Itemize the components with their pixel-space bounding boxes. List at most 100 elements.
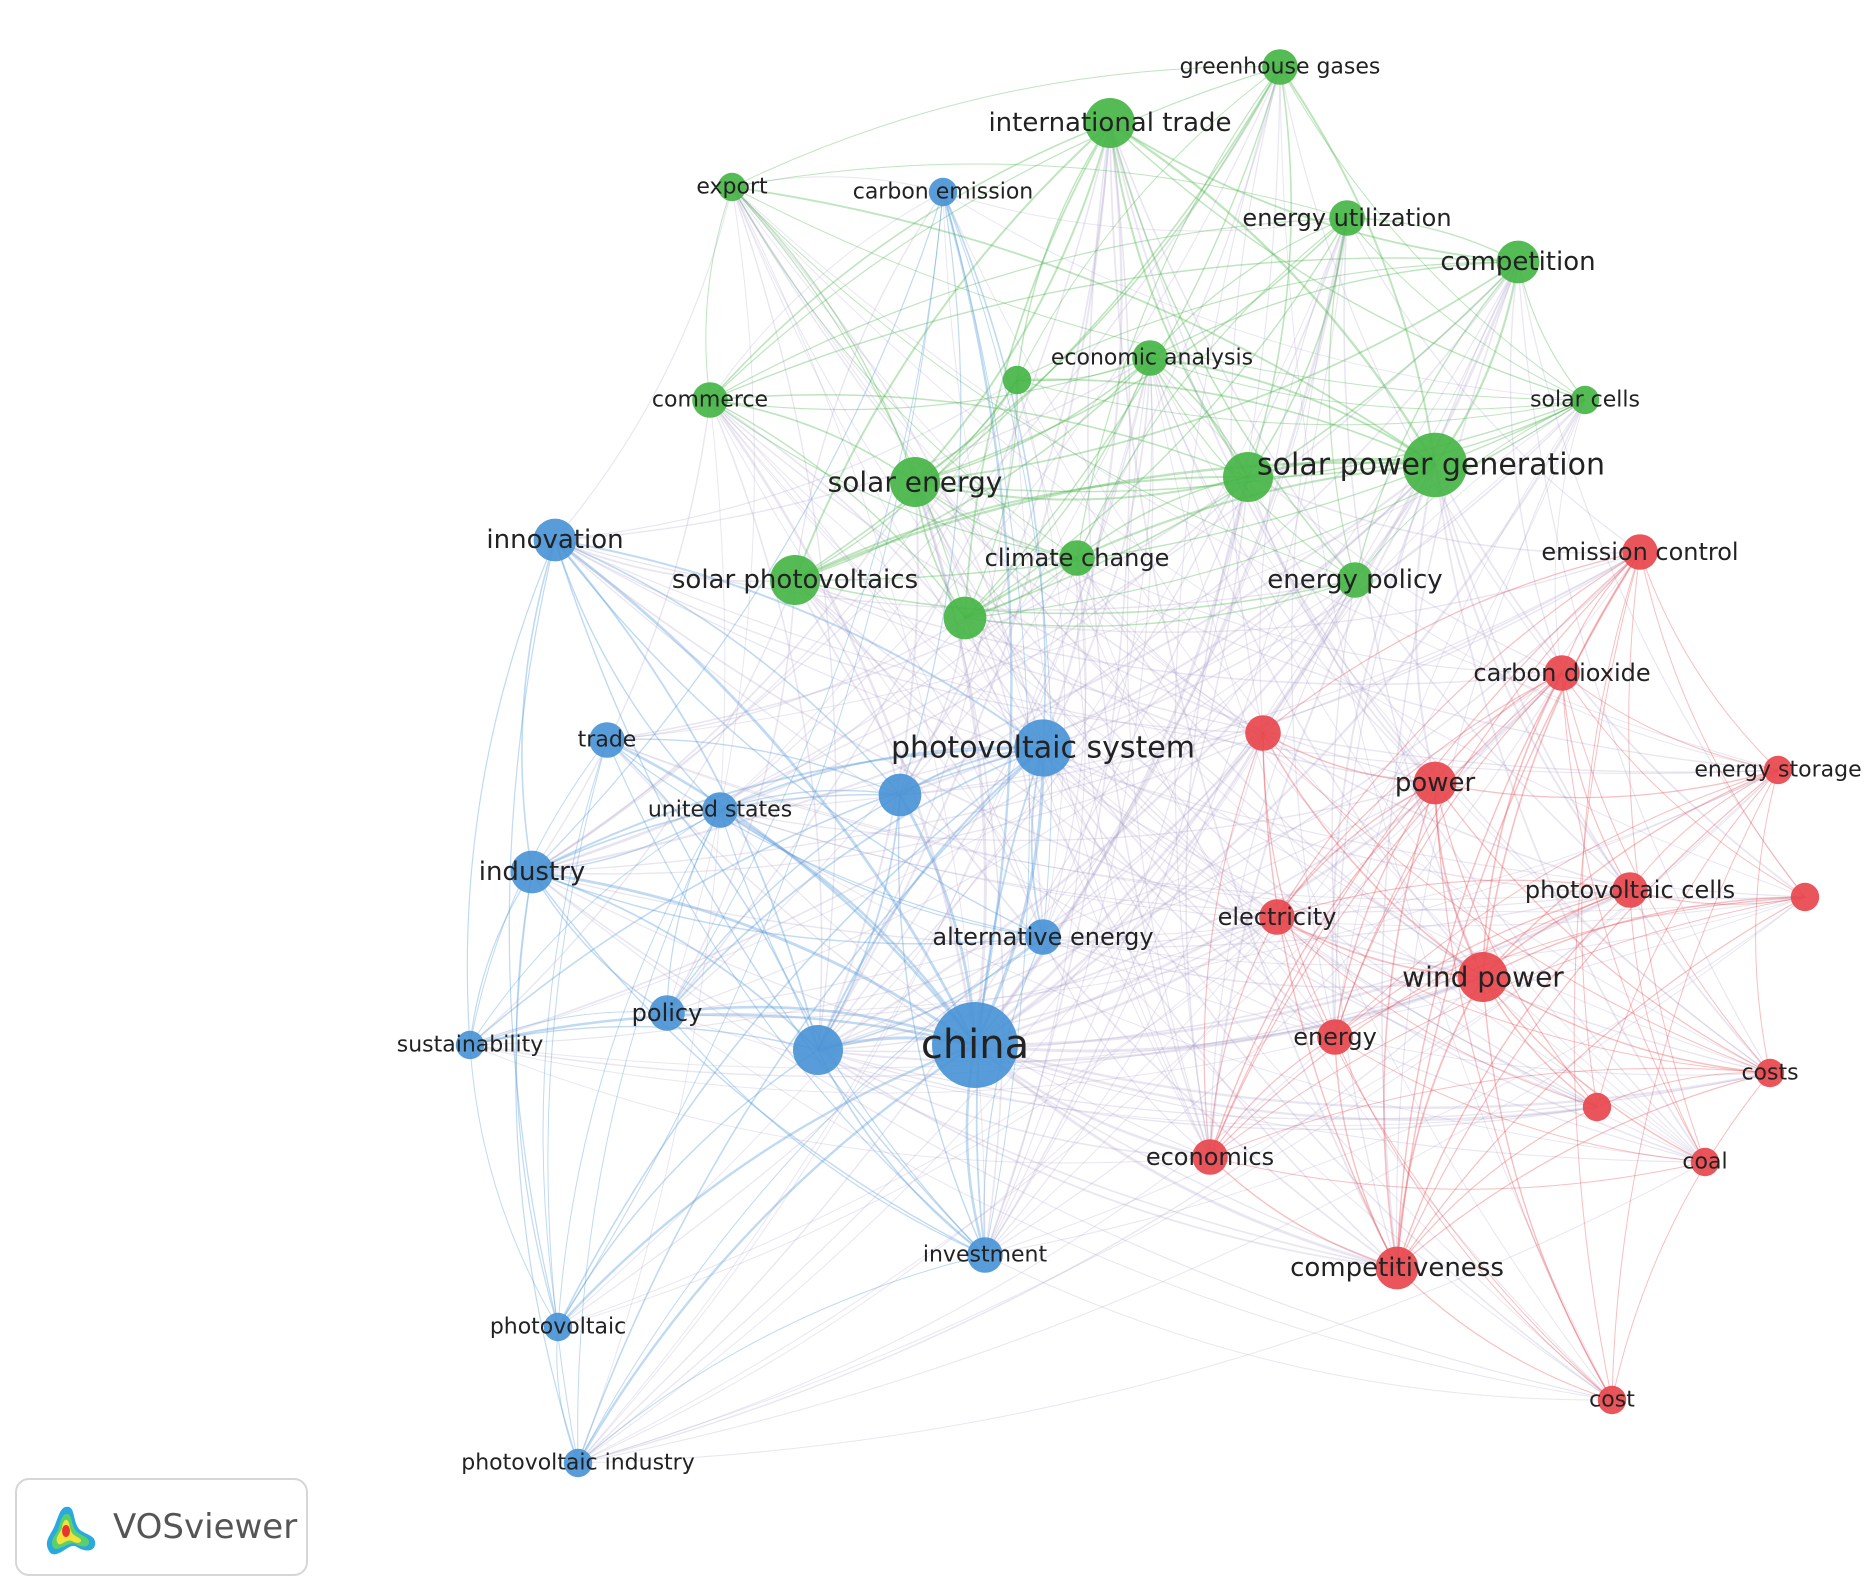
link-photovoltaic-industry-climate-change <box>577 557 1078 1464</box>
link-economic-analysis-solar-cells <box>1016 379 1586 426</box>
link-united-states-photovoltaic-industry <box>577 809 721 1464</box>
node-solar-energy[interactable] <box>890 457 940 507</box>
node-label-solar-photovoltaics[interactable]: solar photovoltaics <box>672 565 918 595</box>
node-solar-photovoltaics[interactable] <box>770 555 820 605</box>
node-label-energy-utilization[interactable]: energy utilization <box>1242 204 1451 232</box>
node-label-energy-policy[interactable]: energy policy <box>1267 565 1442 595</box>
node-label-climate-change[interactable]: climate change <box>985 544 1170 572</box>
node-label-energy-storage[interactable]: energy storage <box>1694 758 1861 783</box>
node-label-policy[interactable]: policy <box>632 999 703 1027</box>
node-photovoltaic-industry[interactable] <box>563 1448 593 1478</box>
node-label-alternative-energy[interactable]: alternative energy <box>932 923 1153 951</box>
node-climate-change[interactable] <box>1059 540 1095 576</box>
link-export-costs <box>731 186 1771 1074</box>
link-investment-greenhouse-gases <box>984 66 1281 1256</box>
node-energy[interactable] <box>1317 1019 1353 1055</box>
link-solar-power-generation-photovoltaic-cells <box>1434 464 1631 891</box>
node-label-solar-power-generation[interactable]: solar power generation <box>1257 448 1605 483</box>
link-greenhouse-gases-commerce <box>709 66 1281 401</box>
node-label-trade[interactable]: trade <box>578 728 637 753</box>
node-commerce[interactable] <box>692 382 728 418</box>
node-united-states[interactable] <box>702 792 738 828</box>
node-label-solar-cells[interactable]: solar cells <box>1530 388 1640 413</box>
node-label-innovation[interactable]: innovation <box>486 525 623 555</box>
node-label-competitiveness[interactable]: competitiveness <box>1290 1253 1504 1283</box>
link-energy-utilization-commerce <box>709 217 1348 401</box>
node-carbon-emission[interactable] <box>928 177 958 207</box>
node-innovation[interactable] <box>533 518 577 562</box>
node-red-unlabeled-3[interactable] <box>1582 1092 1612 1122</box>
node-label-photovoltaic-system[interactable]: photovoltaic system <box>891 731 1195 766</box>
node-competitiveness[interactable] <box>1375 1246 1419 1290</box>
node-trade[interactable] <box>589 722 625 758</box>
node-label-international-trade[interactable]: international trade <box>988 108 1231 138</box>
node-label-investment[interactable]: investment <box>923 1243 1048 1268</box>
node-sustainability[interactable] <box>455 1030 485 1060</box>
node-policy[interactable] <box>649 995 685 1031</box>
node-solar-power-generation[interactable] <box>1402 432 1468 498</box>
node-label-wind-power[interactable]: wind power <box>1402 961 1564 994</box>
node-label-economics[interactable]: economics <box>1146 1143 1274 1171</box>
node-label-power[interactable]: power <box>1395 768 1476 798</box>
link-energy-storage-energy <box>1334 769 1779 1038</box>
node-label-solar-energy[interactable]: solar energy <box>828 466 1003 499</box>
node-greenhouse-gases[interactable] <box>1262 49 1298 85</box>
node-label-energy[interactable]: energy <box>1293 1023 1377 1051</box>
link-emission-control-red-unlabeled-2 <box>1639 551 1806 898</box>
node-energy-utilization[interactable] <box>1329 200 1365 236</box>
node-green-unlabeled-2[interactable] <box>943 596 987 640</box>
node-label-carbon-emission[interactable]: carbon emission <box>853 180 1034 205</box>
node-red-unlabeled-2[interactable] <box>1790 882 1820 912</box>
node-china[interactable] <box>932 1002 1018 1088</box>
node-label-costs[interactable]: costs <box>1741 1061 1798 1086</box>
node-electricity[interactable] <box>1259 899 1295 935</box>
node-label-industry[interactable]: industry <box>479 857 586 887</box>
node-wind-power[interactable] <box>1458 952 1508 1002</box>
node-label-china[interactable]: china <box>921 1022 1029 1068</box>
node-photovoltaic-system[interactable] <box>1014 719 1072 777</box>
node-costs[interactable] <box>1755 1058 1785 1088</box>
node-carbon-dioxide[interactable] <box>1544 655 1580 691</box>
node-cost[interactable] <box>1597 1385 1627 1415</box>
link-blue-unlabeled-1-innovation <box>554 539 819 1051</box>
node-label-commerce[interactable]: commerce <box>652 388 768 413</box>
node-label-sustainability[interactable]: sustainability <box>397 1033 543 1058</box>
node-label-competition[interactable]: competition <box>1440 247 1595 277</box>
node-label-photovoltaic-cells[interactable]: photovoltaic cells <box>1525 876 1735 904</box>
node-investment[interactable] <box>967 1237 1003 1273</box>
node-coal[interactable] <box>1690 1147 1720 1177</box>
node-label-economic-analysis[interactable]: economic analysis <box>1051 346 1253 371</box>
node-label-greenhouse-gases[interactable]: greenhouse gases <box>1180 55 1381 80</box>
link-costs-cost <box>1611 1072 1771 1401</box>
node-economic-analysis[interactable] <box>1002 365 1032 395</box>
node-label-emission-control[interactable]: emission control <box>1541 538 1738 566</box>
node-emission-control[interactable] <box>1622 534 1658 570</box>
node-green-unlabeled-1[interactable] <box>1223 452 1273 502</box>
node-blue-unlabeled-2[interactable] <box>878 773 922 817</box>
node-label-cost[interactable]: cost <box>1589 1388 1635 1413</box>
node-blue-unlabeled-1[interactable] <box>793 1025 843 1075</box>
node-label-united-states[interactable]: united states <box>648 798 792 823</box>
node-red-unlabeled-1[interactable] <box>1245 715 1281 751</box>
node-industry[interactable] <box>510 850 554 894</box>
node-international-trade[interactable] <box>1085 98 1135 148</box>
link-investment-international-trade <box>984 122 1131 1256</box>
node-label-photovoltaic[interactable]: photovoltaic <box>490 1315 626 1340</box>
node-energy-policy[interactable] <box>1337 562 1373 598</box>
node-photovoltaic[interactable] <box>543 1312 573 1342</box>
node-alternative-energy[interactable] <box>1025 919 1061 955</box>
node-label-export[interactable]: export <box>696 175 768 200</box>
node-label-electricity[interactable]: electricity <box>1218 903 1337 931</box>
node-economics[interactable] <box>1192 1139 1228 1175</box>
node-competition[interactable] <box>1496 240 1540 284</box>
node-photovoltaic-cells[interactable] <box>1612 872 1648 908</box>
node-green-unlabeled-3[interactable] <box>1132 340 1168 376</box>
node-label-photovoltaic-industry[interactable]: photovoltaic industry <box>461 1451 694 1476</box>
node-solar-cells[interactable] <box>1570 385 1600 415</box>
node-label-carbon-dioxide[interactable]: carbon dioxide <box>1473 659 1650 687</box>
node-label-coal[interactable]: coal <box>1682 1150 1727 1175</box>
node-export[interactable] <box>717 172 747 202</box>
node-energy-storage[interactable] <box>1763 755 1793 785</box>
node-power[interactable] <box>1413 761 1457 805</box>
